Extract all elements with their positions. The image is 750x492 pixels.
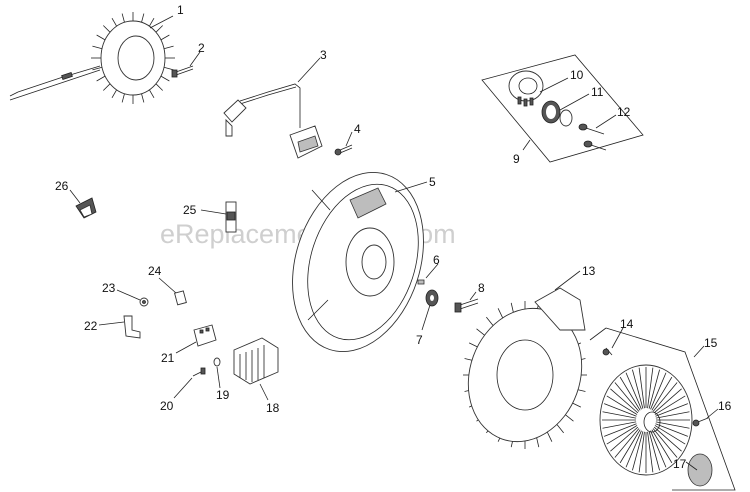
part-11-switch-nut — [541, 100, 573, 127]
callout-7: 7 — [416, 333, 423, 347]
blower-fin — [555, 423, 564, 434]
part-22-bracket — [123, 315, 141, 339]
screen-spoke — [655, 403, 688, 417]
blower-fin — [486, 316, 495, 327]
screen-spoke — [602, 421, 637, 429]
part-21-rectifier — [193, 324, 217, 347]
callout-2: 2 — [198, 41, 205, 55]
part-25-spark-plug — [225, 201, 237, 233]
screen-spoke — [602, 411, 637, 419]
screen-spoke — [655, 421, 690, 429]
screen-spoke — [610, 426, 639, 452]
callout-3: 3 — [320, 48, 327, 62]
part-4-screw — [334, 144, 353, 156]
leader-lines — [69, 15, 719, 471]
screen-spoke — [652, 428, 678, 458]
part-2-screw — [171, 65, 194, 78]
callout-21: 21 — [161, 351, 175, 365]
part-9-key-switch-kit — [481, 54, 644, 163]
screen-spoke — [650, 372, 667, 410]
part-17-grass-screen — [599, 364, 713, 487]
screen-spoke — [653, 388, 682, 414]
screen-spoke — [625, 430, 642, 468]
screen-spoke — [604, 403, 637, 417]
screen-spoke — [619, 429, 641, 464]
callout-17: 17 — [673, 457, 687, 471]
callout-4: 4 — [354, 122, 361, 136]
screen-spoke — [604, 423, 637, 437]
callout-13: 13 — [582, 264, 596, 278]
part-3-ignition-coil — [223, 83, 323, 159]
screen-spoke — [614, 382, 640, 412]
part-15-grass-screen-kit — [589, 327, 736, 491]
screen-spoke — [651, 376, 673, 411]
screen-spoke — [647, 431, 654, 473]
callout-19: 19 — [216, 388, 230, 402]
screen-spoke — [632, 431, 644, 471]
callout-24: 24 — [148, 264, 162, 278]
callout-6: 6 — [433, 253, 440, 267]
part-12-keys — [578, 123, 607, 151]
callout-15: 15 — [704, 336, 718, 350]
callout-10: 10 — [570, 68, 584, 82]
screen-spoke — [625, 372, 642, 410]
callout-11: 11 — [591, 85, 604, 99]
part-8-bolt — [454, 298, 479, 313]
callout-9: 9 — [513, 152, 520, 166]
part-5-flywheel — [292, 171, 424, 353]
screen-spoke — [638, 367, 645, 409]
part-16-screw — [692, 417, 709, 427]
blower-fin — [546, 430, 553, 442]
screen-spoke — [648, 431, 660, 471]
part-24-spacer — [174, 290, 187, 306]
part-18-regulator — [233, 337, 279, 385]
screen-spoke — [654, 395, 686, 415]
screen-spoke — [648, 369, 660, 409]
callout-5: 5 — [429, 175, 436, 189]
screen-spoke — [647, 367, 654, 409]
callout-20: 20 — [160, 399, 174, 413]
callout-25: 25 — [183, 203, 197, 217]
callout-16: 16 — [718, 399, 732, 413]
callout-14: 14 — [620, 317, 634, 331]
screen-spoke — [619, 376, 641, 411]
callout-26: 26 — [55, 179, 69, 193]
callout-12: 12 — [617, 105, 631, 119]
screen-spoke — [652, 382, 678, 412]
callouts: 1 2 3 4 5 6 7 8 9 10 11 12 13 14 15 16 1… — [55, 3, 732, 471]
part-26-clip — [75, 197, 97, 219]
callout-1: 1 — [177, 3, 184, 17]
screen-spoke — [606, 425, 638, 445]
screen-spoke — [614, 428, 640, 458]
part-23-nut — [139, 297, 149, 307]
screen-spoke — [638, 431, 645, 473]
callout-8: 8 — [478, 281, 485, 295]
screen-spoke — [654, 425, 686, 445]
screen-spoke — [655, 423, 688, 437]
blower-fin — [497, 308, 504, 320]
screen-spoke — [606, 395, 638, 415]
part-7-washer — [425, 289, 439, 307]
callout-18: 18 — [266, 401, 280, 415]
part-19-washer — [213, 357, 221, 367]
callout-23: 23 — [102, 281, 116, 295]
screen-spoke — [653, 426, 682, 452]
screen-spoke — [650, 430, 667, 468]
part-13-blower-housing — [463, 287, 587, 449]
screen-spoke — [655, 411, 690, 419]
part-10-switch-body — [508, 70, 544, 107]
screen-spoke — [632, 369, 644, 409]
screen-spoke — [610, 388, 639, 414]
callout-22: 22 — [84, 319, 98, 333]
part-1-stator — [9, 12, 175, 104]
part-20-screw — [192, 367, 206, 377]
screen-spoke — [651, 429, 673, 464]
part-6-key — [417, 279, 425, 285]
part-14-screw — [602, 347, 613, 356]
